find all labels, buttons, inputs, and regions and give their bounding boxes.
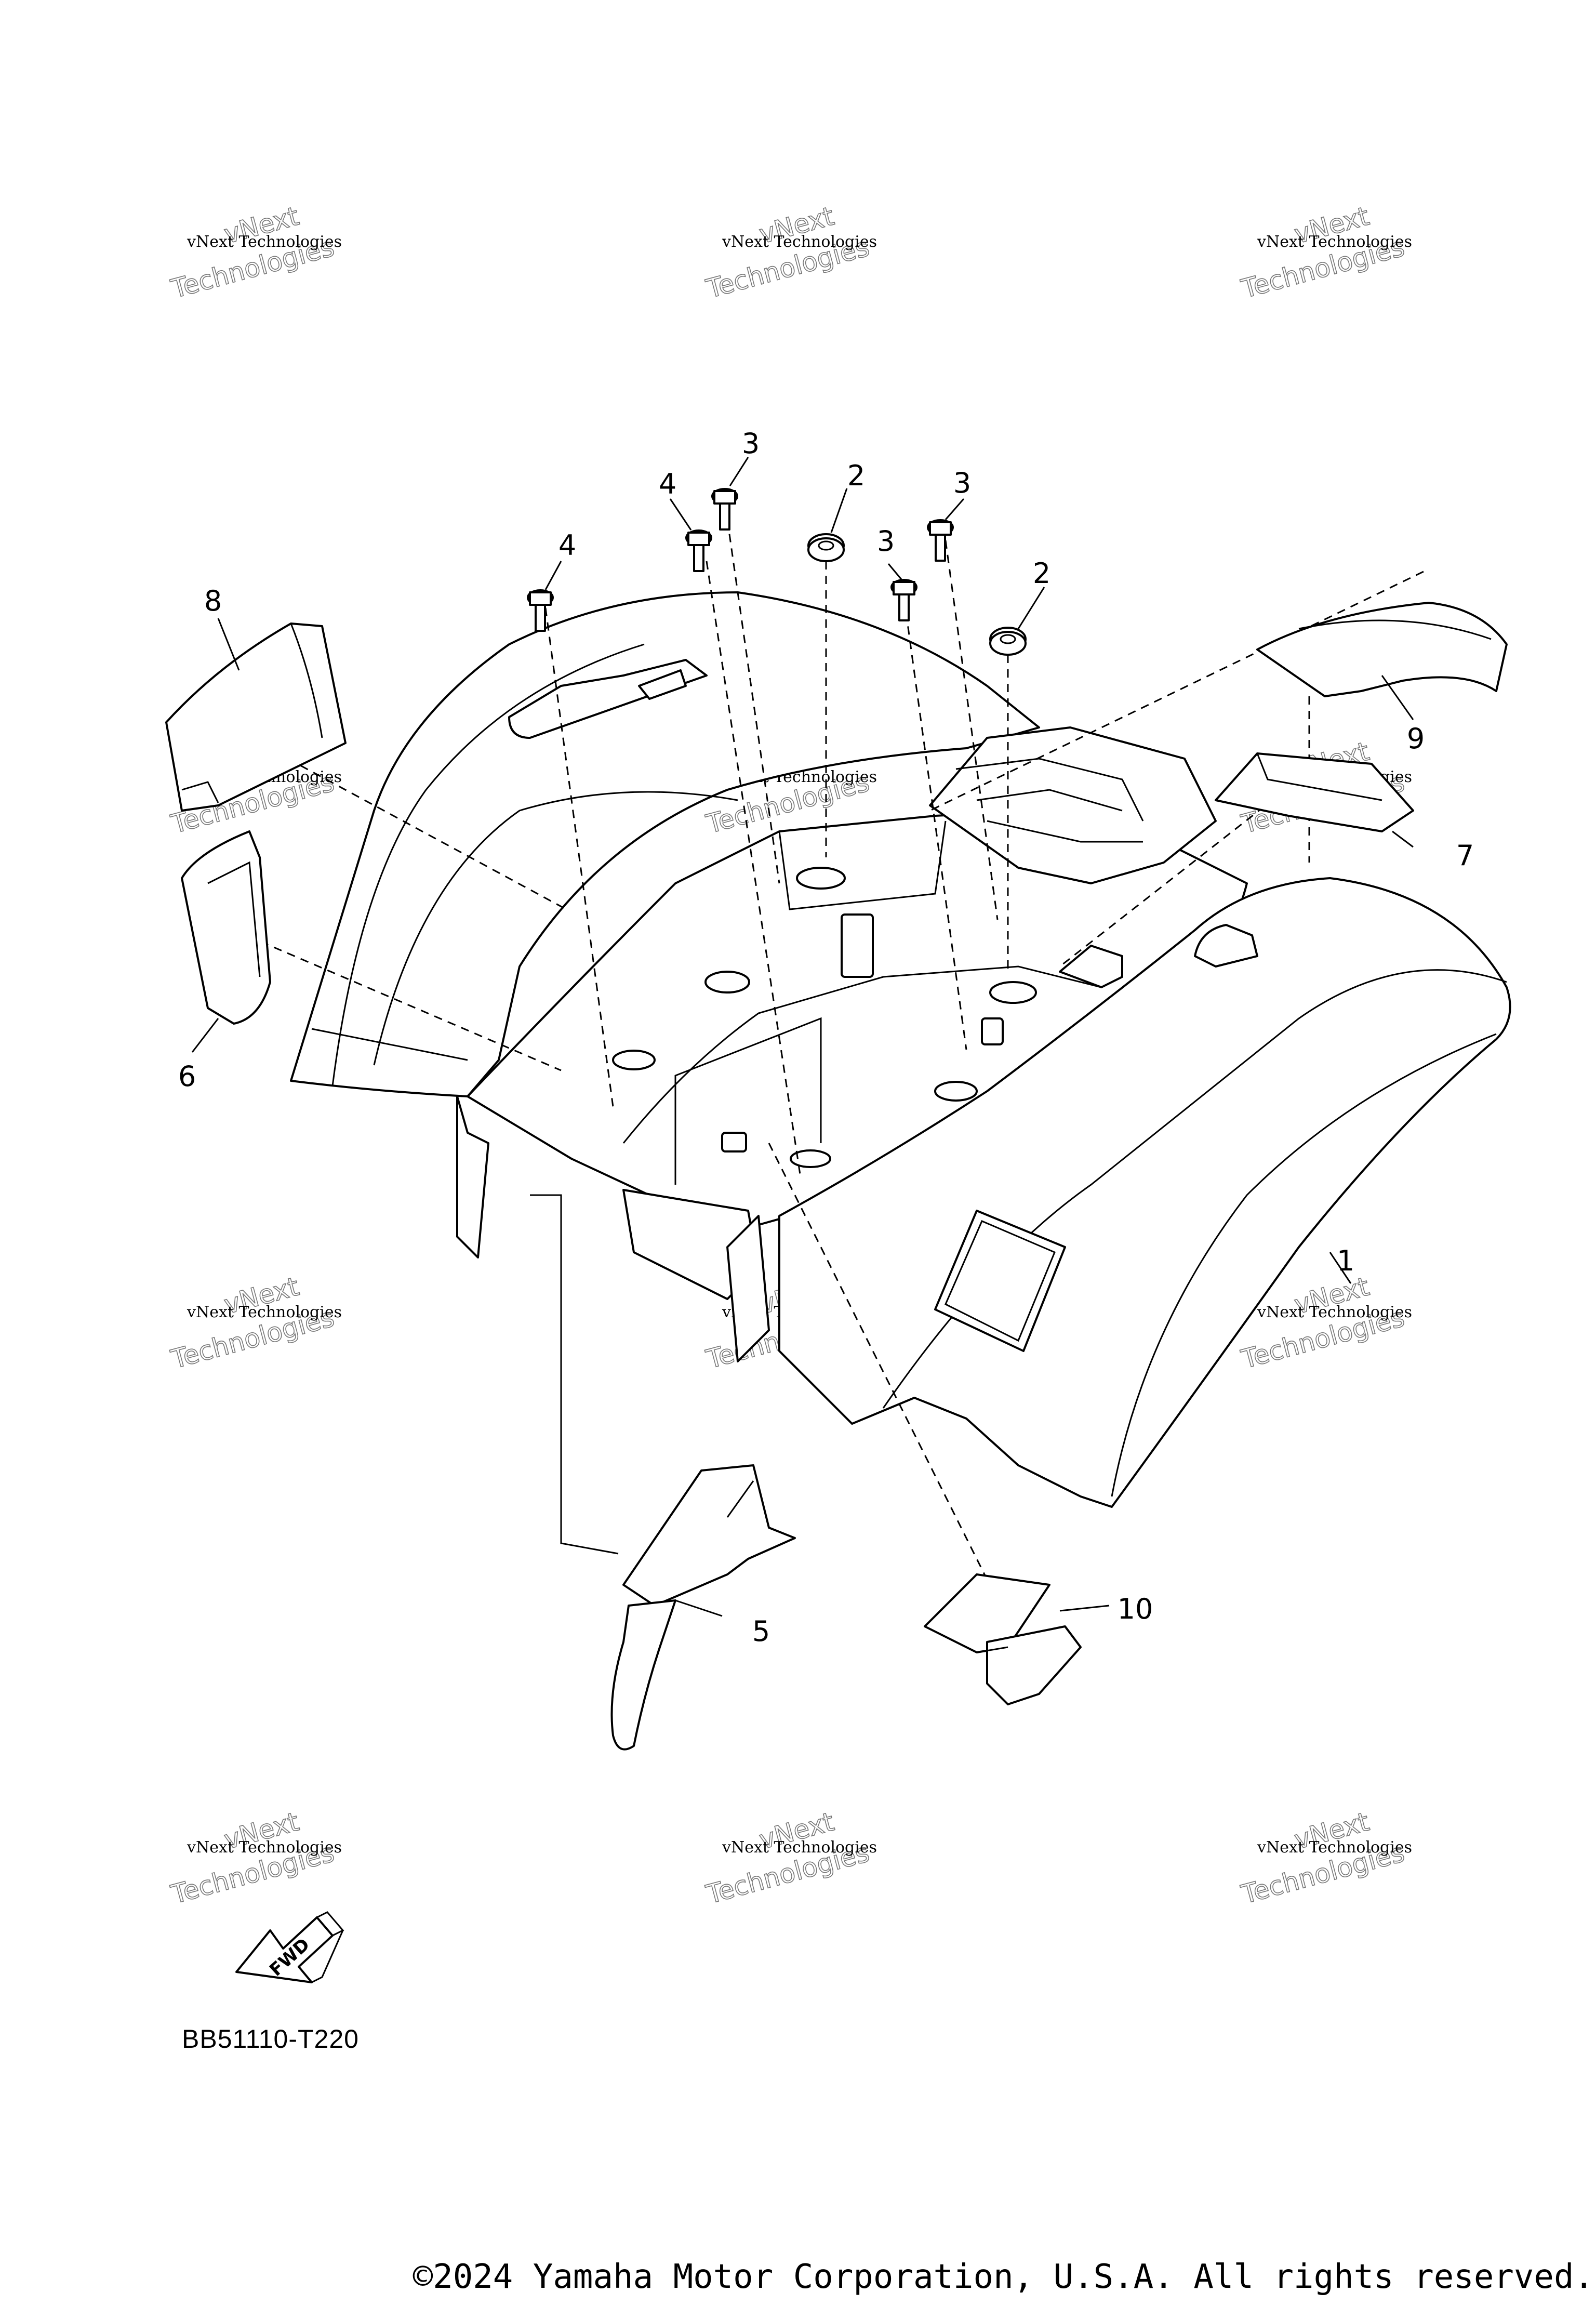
watermark-text-main: vNext Technologies — [1257, 233, 1412, 251]
grommet-part-2-right — [989, 627, 1027, 656]
callout-10: 10 — [1118, 1593, 1153, 1625]
callout-labels: 1 2 2 3 3 3 4 4 5 6 7 8 9 10 — [178, 427, 1474, 1648]
callout-8: 8 — [204, 585, 222, 617]
copyright-notice: ©2024 Yamaha Motor Corporation, U.S.A. A… — [413, 2258, 1594, 2296]
fasteners — [527, 488, 1027, 656]
watermark-text-main: vNext Technologies — [187, 1838, 342, 1857]
callout-5: 5 — [752, 1615, 770, 1648]
watermark-text-main: vNext Technologies — [1257, 1838, 1412, 1857]
bolt-part-3-left — [711, 488, 738, 531]
panel-part-8 — [165, 622, 347, 812]
panel-part-7 — [1215, 752, 1414, 832]
callout-2b: 2 — [1033, 557, 1050, 590]
rear-fender-part-1 — [290, 591, 1511, 1508]
bolt-part-4-left — [527, 589, 554, 632]
watermark-text-main: vNext Technologies — [187, 233, 342, 251]
mud-flap-part-5 — [610, 1464, 796, 1751]
watermark-text-main: vNext Technologies — [722, 1838, 877, 1857]
callout-6: 6 — [178, 1060, 196, 1093]
bolt-part-3-right — [927, 519, 954, 562]
callout-4b: 4 — [558, 529, 576, 562]
callout-1: 1 — [1337, 1244, 1354, 1277]
watermark-text-main: vNext Technologies — [722, 233, 877, 251]
panel-part-6 — [181, 830, 271, 1025]
grommet-part-2-left — [807, 533, 845, 562]
fwd-arrow-icon: FWD — [235, 1911, 344, 1983]
watermark-text-main: vNext Technologies — [187, 1303, 342, 1321]
panel-part-9 — [1256, 602, 1508, 697]
leader-lines — [191, 457, 1414, 1617]
callout-4a: 4 — [659, 468, 676, 500]
bolt-part-4-center — [685, 529, 712, 572]
callout-3b: 3 — [877, 525, 895, 558]
callout-7: 7 — [1456, 839, 1474, 872]
diagram-code: BB51110-T220 — [182, 2024, 359, 2054]
callout-9: 9 — [1407, 722, 1425, 755]
callout-3a: 3 — [742, 427, 760, 460]
callout-3c: 3 — [953, 467, 971, 499]
callout-2a: 2 — [847, 459, 865, 492]
bolt-part-3-center — [890, 579, 917, 621]
assembly-lines — [233, 519, 1424, 1580]
watermark-text-main: vNext Technologies — [1257, 1303, 1412, 1321]
guard-part-10 — [924, 1573, 1082, 1705]
